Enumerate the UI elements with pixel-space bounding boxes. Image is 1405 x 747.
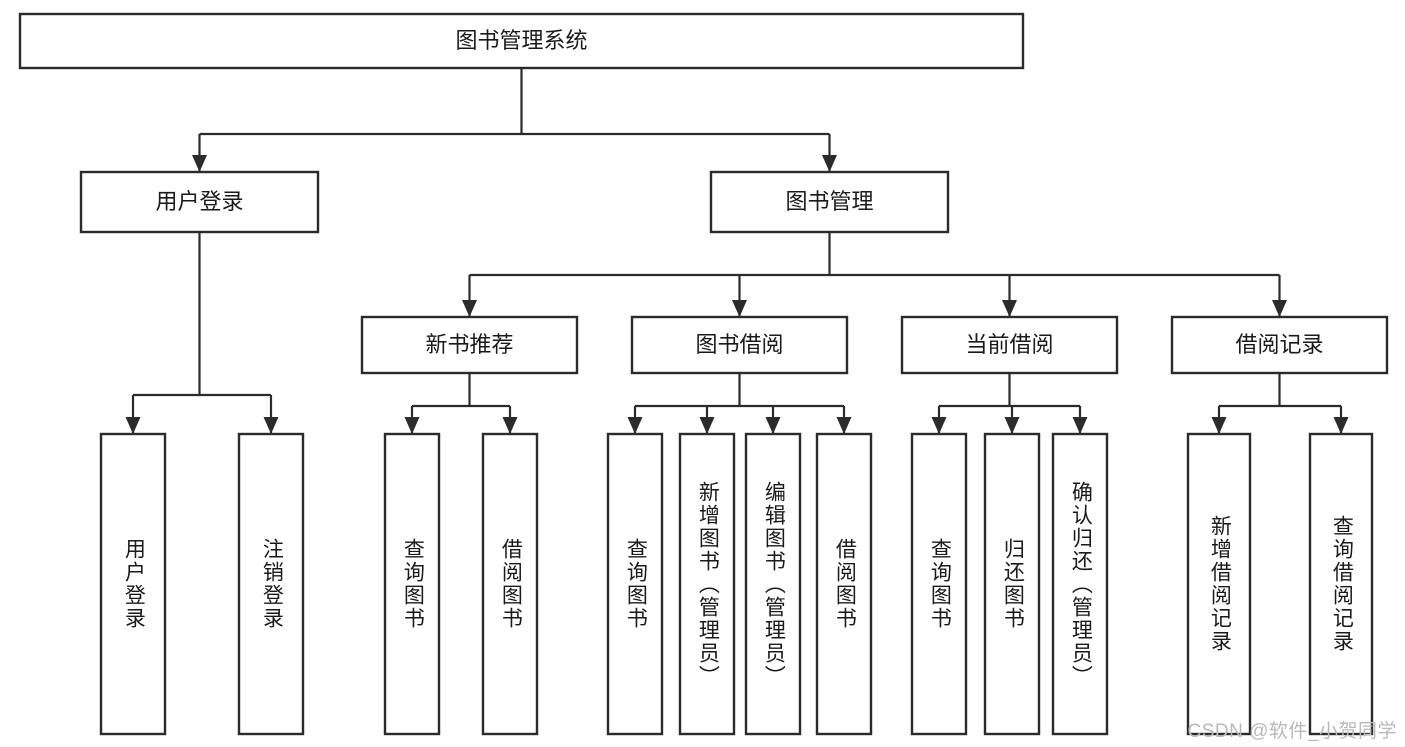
root-node-label: 图书管理系统 (455, 28, 587, 53)
leaf-node-box-8[interactable] (910, 432, 968, 736)
level3-node-label-1: 图书借阅 (695, 332, 783, 357)
level3-node-box-0[interactable] (360, 315, 579, 375)
root-node-box[interactable] (18, 12, 1025, 70)
arrow-head-icon-borrow-record-1 (1333, 417, 1349, 434)
arrow-head-icon-book-mgmt-1 (732, 300, 747, 317)
leaf-node-box-12[interactable] (1308, 432, 1374, 736)
leaf-node-box-3[interactable] (481, 432, 539, 736)
node-boxes (18, 12, 1389, 736)
arrow-head-icon-borrow-book-3 (836, 417, 852, 434)
arrow-head-icon-current-borrow-0 (931, 417, 947, 434)
arrow-head-icon-new-book-0 (404, 417, 420, 434)
leaf-node-box-5[interactable] (678, 432, 736, 736)
leaf-node-box-6[interactable] (744, 432, 802, 736)
leaf-node-box-7[interactable] (815, 432, 873, 736)
leaf-node-box-4[interactable] (606, 432, 664, 736)
arrow-head-icon-user-login-1 (263, 417, 279, 434)
level2-node-label-0: 用户登录 (155, 189, 243, 214)
arrow-head-icon-borrow-book-2 (765, 417, 781, 434)
level3-node-label-0: 新书推荐 (425, 332, 513, 357)
leaf-node-box-0[interactable] (99, 432, 167, 736)
leaf-node-box-2[interactable] (383, 432, 441, 736)
leaf-node-box-10[interactable] (1051, 432, 1109, 736)
level2-node-box-0[interactable] (79, 170, 320, 234)
arrow-head-icon-l2-0 (192, 155, 207, 172)
arrow-head-icon-borrow-record-0 (1211, 417, 1227, 434)
level3-node-label-2: 当前借阅 (965, 332, 1053, 357)
leaf-node-box-1[interactable] (237, 432, 305, 736)
arrow-head-icon-user-login-0 (125, 417, 141, 434)
arrow-head-icon-book-mgmt-3 (1272, 300, 1287, 317)
arrow-head-icon-current-borrow-1 (1004, 417, 1020, 434)
level3-node-box-3[interactable] (1170, 315, 1389, 375)
csdn-watermark: CSDN @软件_小贺同学 (1187, 721, 1397, 742)
level2-node-box-1[interactable] (709, 170, 950, 234)
level3-node-box-2[interactable] (900, 315, 1119, 375)
arrow-head-icon-borrow-book-0 (627, 417, 643, 434)
arrow-head-icon-borrow-book-1 (699, 417, 715, 434)
connector-edges (125, 68, 1349, 434)
arrow-head-icon-book-mgmt-2 (1002, 300, 1017, 317)
leaf-node-box-9[interactable] (983, 432, 1041, 736)
level2-node-label-1: 图书管理 (785, 189, 873, 214)
level3-node-label-3: 借阅记录 (1235, 332, 1323, 357)
arrow-head-icon-new-book-1 (502, 417, 518, 434)
leaf-node-box-11[interactable] (1186, 432, 1252, 736)
level3-node-box-1[interactable] (630, 315, 849, 375)
arrow-head-icon-l2-1 (822, 155, 837, 172)
arrow-head-icon-book-mgmt-0 (462, 300, 477, 317)
arrow-head-icon-current-borrow-2 (1072, 417, 1088, 434)
